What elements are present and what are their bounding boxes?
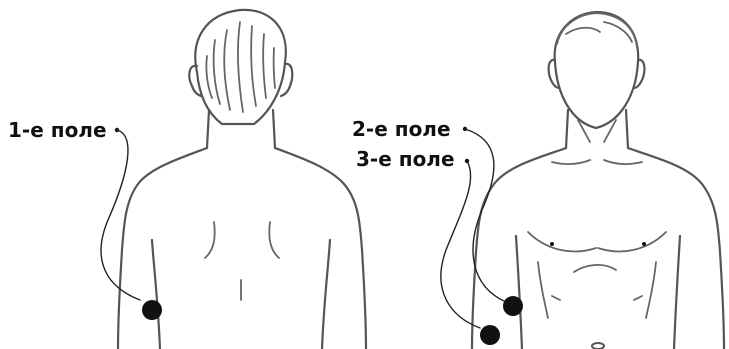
field-2-leader-line: [465, 129, 506, 302]
back-head-outline: [195, 10, 286, 124]
field-2-marker: [503, 296, 523, 316]
field-1-label: 1-е поле: [8, 118, 107, 142]
clavicles: [552, 160, 590, 164]
field-3-annotation: 3-е поле: [356, 147, 500, 345]
front-torso-outline: [472, 148, 566, 349]
back-neck: [207, 110, 209, 148]
field-1-annotation: 1-е поле: [8, 118, 162, 320]
shoulder-blades: [205, 222, 215, 258]
right-nipple: [642, 242, 646, 246]
field-3-label: 3-е поле: [356, 147, 455, 171]
field-1-marker: [142, 300, 162, 320]
front-neck: [566, 110, 568, 148]
left-nipple: [550, 242, 554, 246]
field-2-label: 2-е поле: [352, 117, 451, 141]
back-torso-outline: [118, 148, 207, 349]
navel: [592, 343, 604, 349]
field-3-marker: [480, 325, 500, 345]
hair-strokes: [206, 22, 275, 112]
chest-muscles: [528, 232, 596, 251]
back-view-figure: [118, 10, 366, 349]
abdomen-lines: [574, 265, 616, 272]
